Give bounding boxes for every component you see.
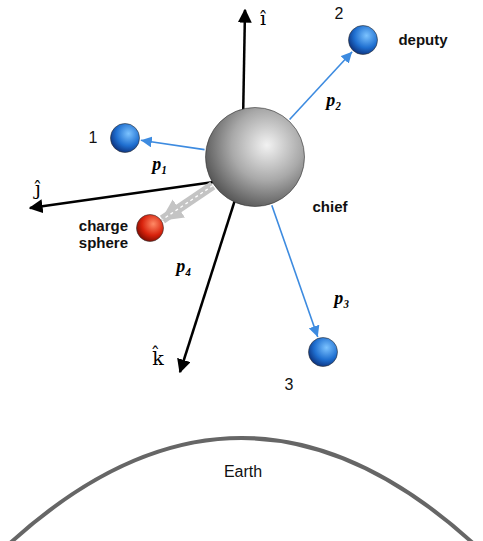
callout-number: 1	[89, 129, 98, 147]
position-vector-arrow	[290, 52, 353, 120]
node-name: chief	[312, 198, 347, 215]
sphere-outline	[111, 124, 140, 153]
edge-group	[141, 140, 205, 149]
callout-number: 2	[335, 5, 344, 23]
node-name: charge sphere	[58, 217, 128, 252]
deputy-sphere: 2deputy	[348, 25, 378, 55]
vector-label: p₂	[325, 90, 342, 111]
position-vector-arrow	[272, 205, 318, 337]
deputy-sphere: 1	[110, 123, 140, 153]
charge-sphere: charge sphere	[136, 214, 164, 242]
callout-number: 3	[285, 376, 294, 394]
position-vector-arrow	[141, 140, 205, 149]
node-name: deputy	[398, 31, 447, 48]
charge-boom-arrow	[162, 186, 212, 220]
edge-group	[272, 205, 318, 337]
axis-label: k̂	[152, 347, 164, 369]
sphere-shape	[110, 123, 140, 153]
earth-arc	[0, 428, 483, 541]
earth-outline	[8, 438, 475, 541]
vector-label: p₃	[333, 288, 350, 309]
axis-label: ĵ	[35, 177, 41, 199]
sphere-outline	[137, 215, 164, 242]
deputy-sphere: 3	[308, 337, 338, 367]
boom-centerline	[162, 186, 212, 220]
edge-group	[290, 52, 353, 120]
sphere-shape	[205, 107, 305, 207]
axis-label: î	[260, 7, 266, 29]
earth-surface: Earth	[0, 428, 483, 541]
sphere-shape	[348, 25, 378, 55]
vector-label: p₄	[175, 256, 192, 277]
sphere-shape	[308, 337, 338, 367]
edge-group	[162, 186, 212, 220]
callout-number: Earth	[224, 463, 262, 481]
vector-label: p₁	[151, 154, 168, 175]
sphere-outline	[309, 338, 338, 367]
sphere-outline	[206, 108, 305, 207]
sphere-shape	[136, 214, 164, 242]
chief-sphere: chief	[205, 107, 305, 207]
sphere-outline	[349, 26, 378, 55]
